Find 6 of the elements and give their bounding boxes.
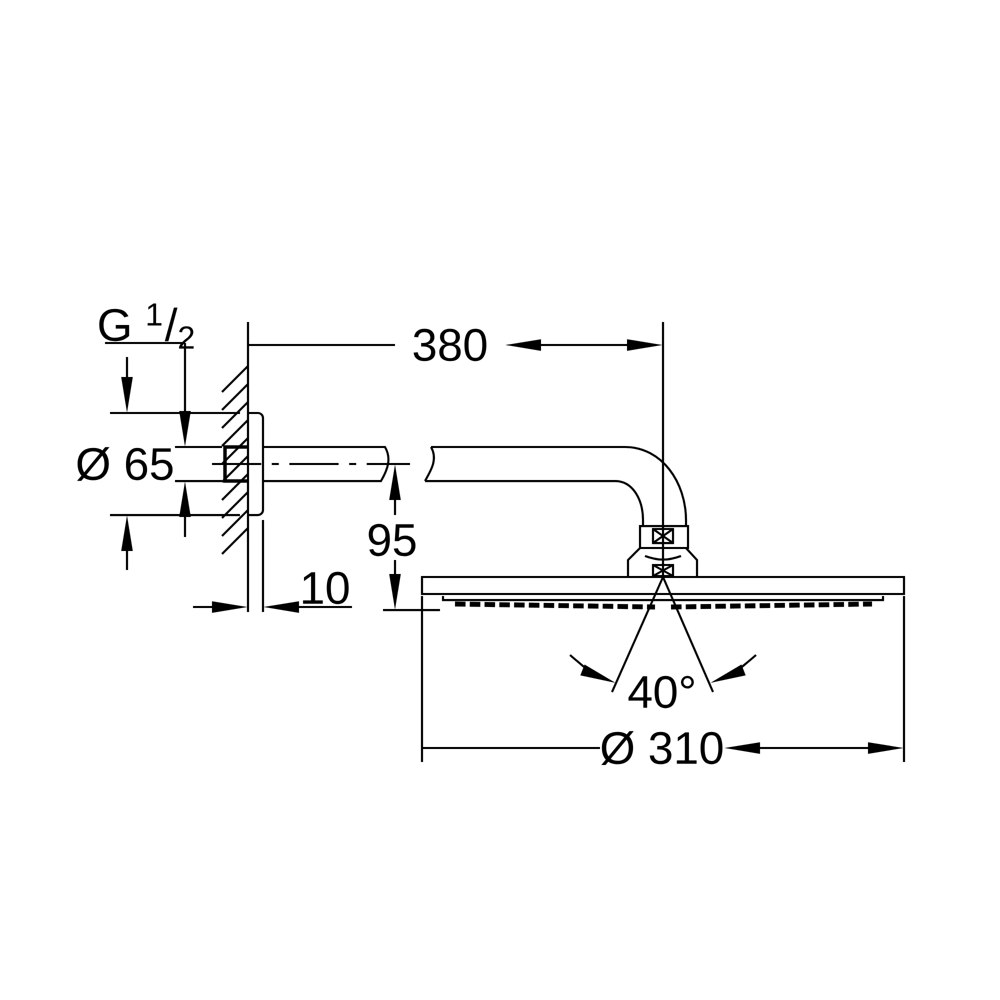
dimension-label: 95 <box>368 524 416 556</box>
dimension-label: 380 <box>414 328 486 362</box>
dimension-label: Ø 65 <box>77 447 173 481</box>
dimension-label: 40° <box>628 676 694 708</box>
dimension-label: Ø 310 <box>601 731 722 765</box>
dimension-label: 10 <box>303 572 349 604</box>
